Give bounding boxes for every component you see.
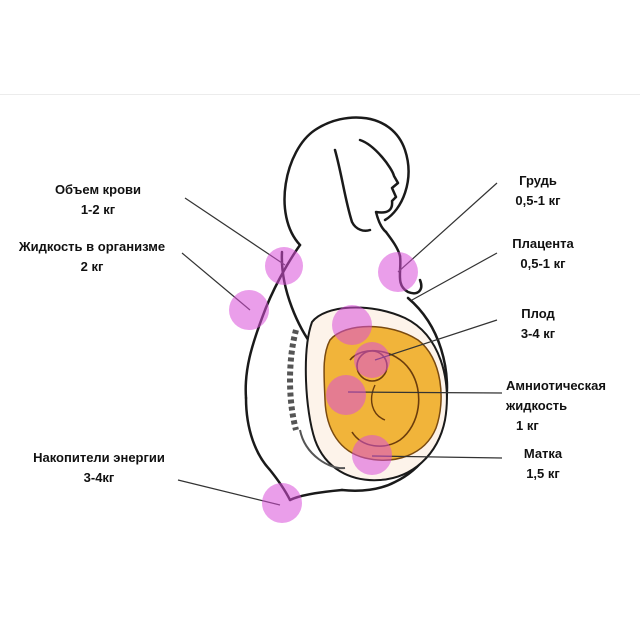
marker-placenta (332, 305, 372, 345)
fetus-limb (370, 384, 386, 421)
marker-energy-stores (262, 483, 302, 523)
label-weight: 3-4 кг (520, 326, 556, 341)
label-blood-volume: Объем крови 1-2 кг (22, 180, 174, 220)
label-title: Плод (521, 306, 555, 321)
label-fetus: Плод 3-4 кг (508, 304, 568, 344)
label-weight: 1,5 кг (526, 466, 560, 481)
label-weight: 0,5-1 кг (520, 256, 566, 271)
uterus-group (287, 306, 448, 482)
spine (287, 329, 299, 431)
leader-placenta (411, 252, 498, 301)
leader-uterus (371, 455, 503, 459)
marker-body-fluid (229, 290, 269, 330)
hair-outline (283, 116, 410, 247)
label-title-line2: жидкость (506, 398, 568, 413)
marker-blood-volume (265, 247, 303, 285)
label-amniotic: Амниотическая жидкость 1 кг (506, 376, 634, 436)
label-placenta: Плацента 0,5-1 кг (498, 234, 588, 274)
leader-amniotic (347, 391, 503, 394)
pelvis (299, 429, 346, 470)
marker-fetus (354, 342, 390, 378)
label-breast: Грудь 0,5-1 кг (498, 171, 578, 211)
label-uterus: Матка 1,5 кг (508, 444, 578, 484)
label-title: Матка (523, 446, 563, 461)
hair-inner (333, 148, 372, 232)
label-weight: 1 кг (516, 418, 539, 433)
label-weight: 2 кг (80, 259, 104, 274)
markers (229, 247, 418, 523)
label-weight: 0,5-1 кг (515, 193, 561, 208)
label-title: Накопители энергии (33, 450, 165, 465)
label-title: Жидкость в организме (18, 239, 166, 254)
label-title: Амниотическая (506, 378, 606, 393)
leader-lines (177, 182, 503, 506)
label-body-fluid: Жидкость в организме 2 кг (2, 237, 182, 277)
marker-breast (378, 252, 418, 292)
label-weight: 1-2 кг (80, 202, 116, 217)
marker-uterus (352, 435, 392, 475)
leader-blood-volume (184, 197, 286, 266)
leader-breast (397, 182, 498, 273)
label-energy-stores: Накопители энергии 3-4кг (18, 448, 180, 488)
marker-amniotic (326, 375, 366, 415)
top-divider (0, 94, 640, 95)
leader-fetus (374, 319, 498, 361)
label-title: Объем крови (54, 182, 142, 197)
label-weight: 3-4кг (83, 470, 115, 485)
label-title: Грудь (519, 173, 557, 188)
face-outline (358, 138, 400, 234)
label-title: Плацента (512, 236, 574, 251)
